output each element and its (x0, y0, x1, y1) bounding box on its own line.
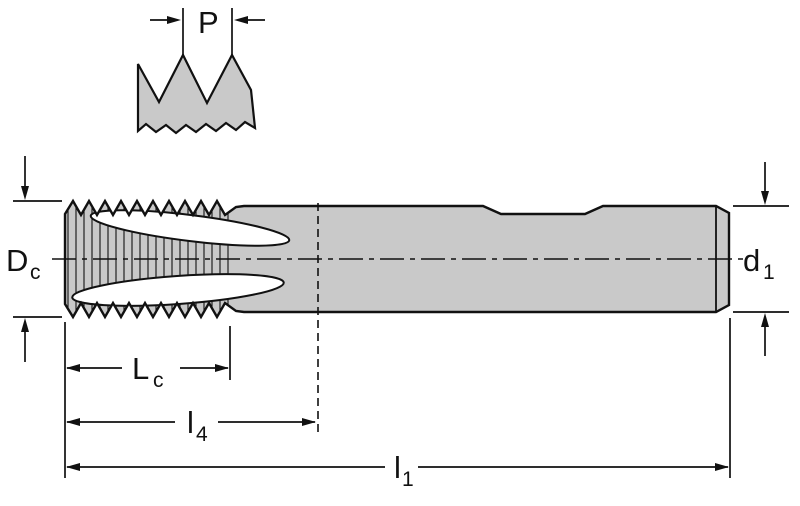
overall-length-dimension: l 1 (64, 318, 731, 491)
overall-length-label-sub: 1 (402, 468, 414, 491)
l4-arrowhead-left (66, 418, 80, 426)
l4-arrowhead-right (302, 418, 316, 426)
thread-profile-shape (136, 52, 257, 135)
pitch-detail: P (136, 5, 265, 135)
lc-arrowhead-left (66, 364, 80, 372)
shank-diameter-dimension: d 1 (733, 162, 789, 356)
pitch-label: P (198, 5, 219, 40)
shank-diameter-label: d (743, 243, 760, 278)
cutting-diameter-dimension: D c (6, 156, 62, 362)
tool-outline (63, 198, 731, 320)
lc-arrowhead-right (215, 364, 229, 372)
overall-length-label: l (394, 450, 401, 485)
dc-arrowhead-bottom (21, 318, 29, 332)
cutting-length-label: L (132, 351, 149, 386)
pitch-arrowhead-right (234, 16, 248, 24)
flute-lower (71, 273, 285, 307)
flutes-group (71, 209, 291, 307)
flute-length-label-sub: 4 (196, 423, 208, 446)
flute-length-dimension: l 4 (66, 405, 316, 446)
d1-arrowhead-top (761, 191, 769, 205)
cutting-length-label-sub: c (153, 369, 164, 392)
shank-diameter-label-sub: 1 (763, 261, 775, 284)
d1-arrowhead-bottom (761, 313, 769, 327)
flute-upper (89, 209, 291, 247)
cutting-diameter-label-sub: c (30, 261, 41, 284)
dc-arrowhead-top (21, 186, 29, 200)
flute-length-label: l (187, 405, 194, 440)
cutting-length-dimension: L c (66, 326, 231, 392)
l1-arrowhead-right (715, 463, 729, 471)
cutting-diameter-label: D (6, 243, 28, 278)
l1-arrowhead-left (66, 463, 80, 471)
pitch-arrowhead-left (167, 16, 181, 24)
